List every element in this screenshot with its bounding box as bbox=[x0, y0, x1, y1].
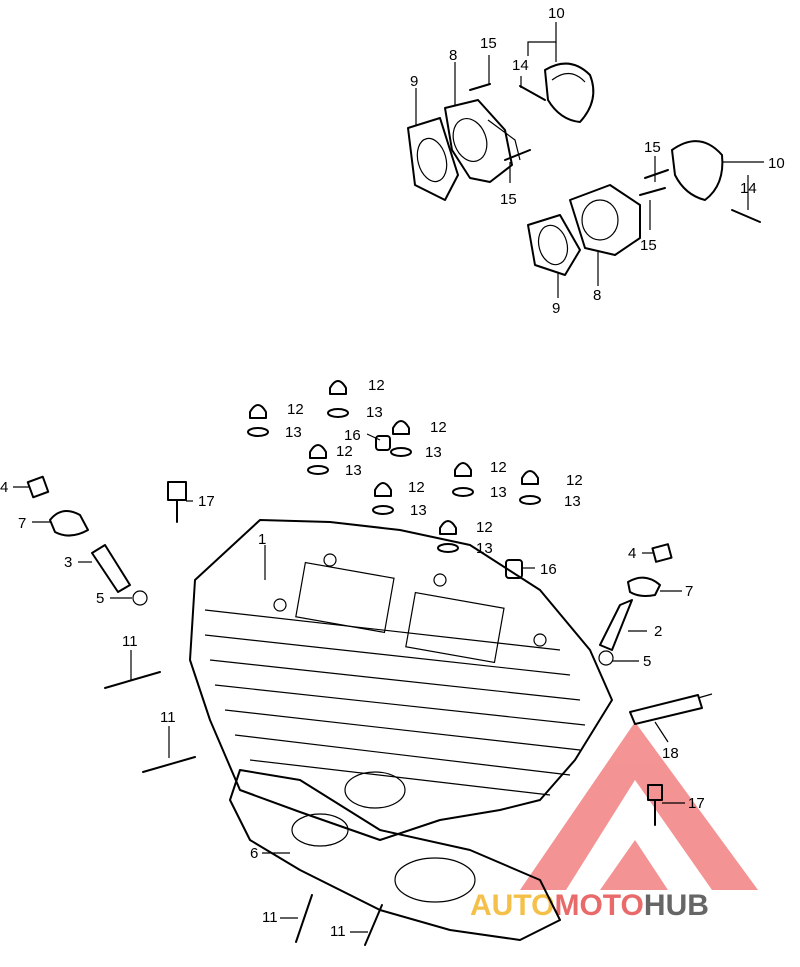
dowel-pins bbox=[375, 435, 523, 579]
callout-12-h: 12 bbox=[476, 519, 493, 536]
watermark-text-auto: AUTO bbox=[470, 889, 554, 922]
watermark-text-hub: HUB bbox=[644, 889, 709, 922]
callout-14-right: 14 bbox=[740, 180, 757, 197]
callout-11-b: 11 bbox=[160, 709, 176, 726]
valve-guide-right bbox=[598, 543, 673, 666]
callout-4-right: 4 bbox=[628, 545, 636, 562]
callout-15-a: 15 bbox=[480, 35, 497, 52]
callout-2: 2 bbox=[654, 623, 662, 640]
callout-14-top: 14 bbox=[512, 57, 529, 74]
callout-7-left: 7 bbox=[18, 515, 26, 532]
callout-13-e: 13 bbox=[410, 502, 427, 519]
flange-bolt-17 bbox=[167, 481, 663, 826]
callout-12-g: 12 bbox=[566, 472, 583, 489]
callout-labels: 1 2 3 4 4 5 5 6 7 7 8 8 9 9 10 10 11 11 … bbox=[0, 5, 785, 940]
callout-5-left: 5 bbox=[96, 590, 104, 607]
callout-13-d: 13 bbox=[425, 444, 442, 461]
cylinder-head bbox=[189, 519, 613, 841]
callout-13-g: 13 bbox=[564, 493, 581, 510]
insulator-gasket-left bbox=[407, 117, 459, 201]
callout-12-a: 12 bbox=[287, 401, 304, 418]
acorn-nuts-and-washers bbox=[247, 380, 541, 553]
bolt-left-group bbox=[469, 83, 546, 161]
svg-text:AUTOMOTOHUB: AUTOMOTOHUB bbox=[470, 889, 709, 922]
callout-4-left: 4 bbox=[0, 479, 8, 496]
callout-13-h: 13 bbox=[476, 540, 493, 557]
callout-12-c: 12 bbox=[336, 443, 353, 460]
callout-11-d: 11 bbox=[330, 923, 346, 940]
callout-6: 6 bbox=[250, 845, 258, 862]
cylinder-head-gasket bbox=[229, 769, 561, 941]
callout-13-a: 13 bbox=[285, 424, 302, 441]
callout-18: 18 bbox=[662, 745, 679, 762]
leader-lines bbox=[13, 22, 764, 933]
hose-clamp-left bbox=[544, 62, 595, 123]
callout-13-c: 13 bbox=[345, 462, 362, 479]
callout-15-d: 15 bbox=[640, 237, 657, 254]
carburetor-insulator-right bbox=[569, 184, 641, 256]
callout-11-c: 11 bbox=[262, 909, 278, 926]
carburetor-insulator-left bbox=[444, 99, 521, 183]
callout-1: 1 bbox=[258, 531, 266, 548]
callout-16-top: 16 bbox=[344, 427, 361, 444]
callout-12-e: 12 bbox=[408, 479, 425, 496]
callout-11-a: 11 bbox=[122, 633, 138, 650]
callout-17-left: 17 bbox=[198, 493, 215, 510]
callout-10-top: 10 bbox=[548, 5, 565, 22]
callout-13-f: 13 bbox=[490, 484, 507, 501]
callout-12-f: 12 bbox=[490, 459, 507, 476]
callout-17-right: 17 bbox=[688, 795, 705, 812]
watermark-logo: AUTOMOTOHUB bbox=[470, 722, 758, 922]
watermark-triangle-icon bbox=[520, 722, 758, 890]
callout-10-right: 10 bbox=[768, 155, 785, 172]
callout-12-b: 12 bbox=[368, 377, 385, 394]
callout-3: 3 bbox=[64, 554, 72, 571]
stud-bolts bbox=[104, 671, 383, 946]
spark-plug bbox=[629, 693, 713, 725]
callout-12-d: 12 bbox=[430, 419, 447, 436]
callout-5-right: 5 bbox=[643, 653, 651, 670]
callout-13-b: 13 bbox=[366, 404, 383, 421]
callout-16-right: 16 bbox=[540, 561, 557, 578]
callout-9-bottom: 9 bbox=[552, 300, 560, 317]
callout-15-c: 15 bbox=[644, 139, 661, 156]
hose-clamp-right bbox=[671, 140, 724, 201]
watermark-text-moto: MOTO bbox=[554, 889, 643, 922]
callout-8-top: 8 bbox=[449, 47, 457, 64]
valve-guide-left bbox=[26, 475, 148, 606]
bolt-right-group bbox=[639, 169, 761, 223]
callout-7-right: 7 bbox=[685, 583, 693, 600]
callout-9-top: 9 bbox=[410, 73, 418, 90]
callout-8-bottom: 8 bbox=[593, 287, 601, 304]
callout-15-b: 15 bbox=[500, 191, 517, 208]
insulator-gasket-right bbox=[527, 214, 581, 276]
